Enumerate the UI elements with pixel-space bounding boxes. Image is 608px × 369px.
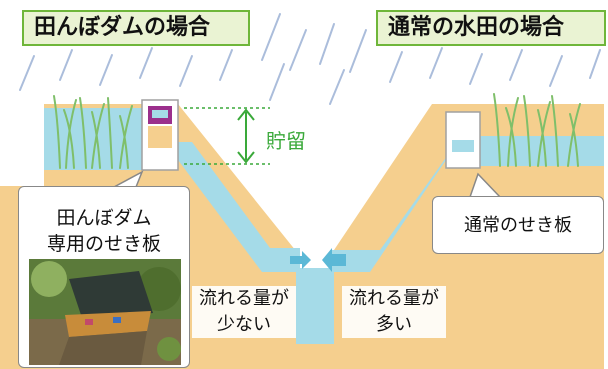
flow-small-line1: 流れる量が (199, 288, 289, 309)
right-weir-label: 通常のせき板 (464, 215, 572, 236)
left-weir-callout: 田んぼダム 専用のせき板 (18, 186, 190, 368)
flow-small-label: 流れる量が 少ない (192, 286, 296, 338)
storage-arrow-icon (184, 107, 270, 165)
flow-large-line1: 流れる量が (349, 288, 439, 309)
right-weir-callout: 通常のせき板 (432, 196, 604, 254)
grass-icon (493, 93, 581, 167)
rain-icon (19, 13, 601, 105)
right-weir (445, 111, 481, 169)
left-weir-label-line1: 田んぼダム (56, 207, 152, 229)
weir-photo (29, 259, 181, 365)
flow-large-line2: 多い (376, 314, 412, 335)
flow-small-line2: 少ない (217, 314, 271, 335)
left-weir-label-line2: 専用のせき板 (46, 233, 161, 255)
flow-large-label: 流れる量が 多い (342, 286, 446, 338)
outflow-channel (296, 268, 334, 344)
title-normal-paddy: 通常の水田の場合 (376, 10, 606, 46)
title-rice-paddy-dam: 田んぼダムの場合 (22, 10, 250, 46)
arrow-left-icon (322, 248, 346, 272)
left-weir (141, 99, 179, 171)
left-drain-channel (178, 142, 300, 272)
storage-label: 貯留 (266, 129, 306, 153)
arrow-right-icon (290, 251, 311, 269)
grass-icon (53, 95, 133, 169)
